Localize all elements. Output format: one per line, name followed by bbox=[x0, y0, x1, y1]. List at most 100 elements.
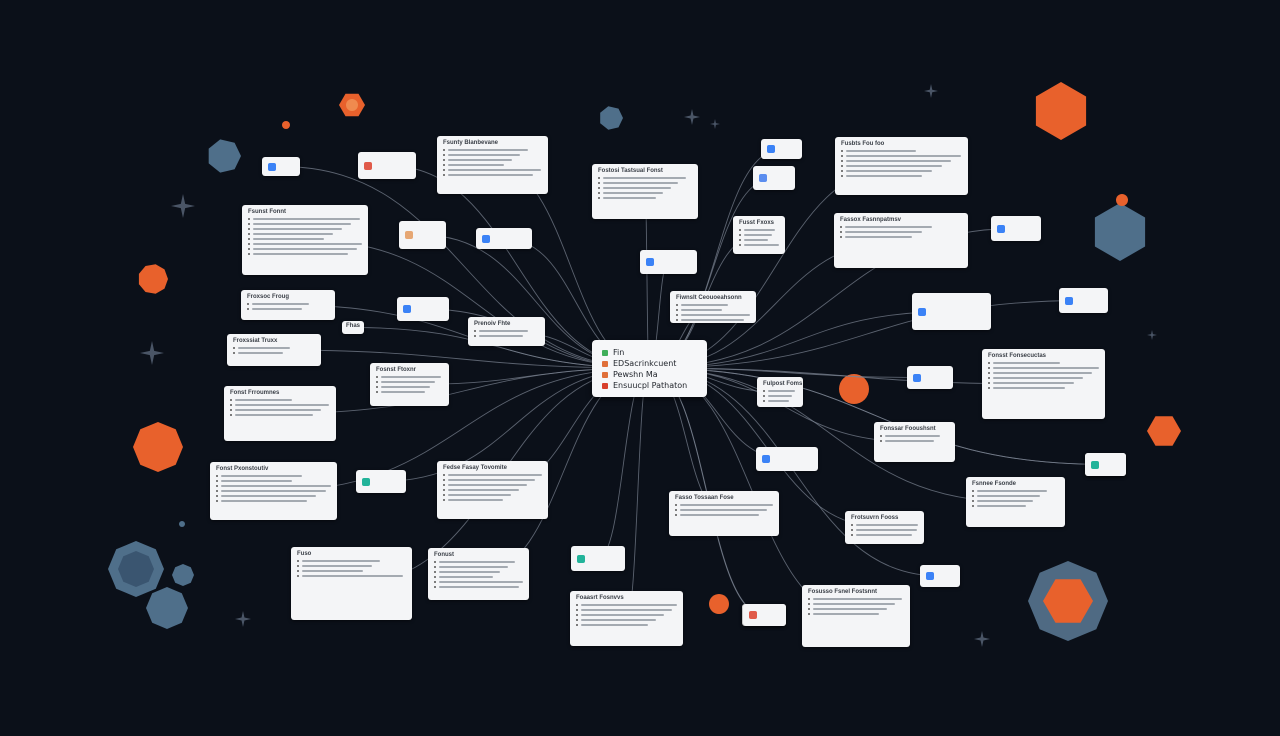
chip-node[interactable] bbox=[640, 250, 697, 274]
chip-node[interactable] bbox=[920, 565, 960, 587]
bullet-icon bbox=[576, 619, 578, 621]
list-node[interactable]: Fusst Fxoxs bbox=[733, 216, 785, 254]
text-line bbox=[302, 575, 404, 577]
bullet-icon bbox=[576, 624, 578, 626]
list-item bbox=[443, 484, 542, 486]
list-node[interactable]: Fsunst Fonnt bbox=[242, 205, 368, 275]
check-icon bbox=[602, 349, 608, 356]
chip-node[interactable] bbox=[991, 216, 1041, 241]
chip-node[interactable] bbox=[761, 139, 802, 159]
text-line bbox=[253, 253, 348, 255]
bullet-icon bbox=[851, 524, 853, 526]
chip-node[interactable] bbox=[1085, 453, 1126, 476]
list-item bbox=[443, 169, 542, 171]
hexagon-shape bbox=[1147, 416, 1181, 446]
bullet-icon bbox=[840, 226, 842, 228]
text-line bbox=[993, 377, 1083, 379]
node-icon bbox=[918, 307, 926, 316]
chip-content bbox=[403, 305, 415, 313]
text-line bbox=[448, 149, 529, 151]
bullet-icon bbox=[233, 347, 235, 349]
bullet-icon bbox=[233, 352, 235, 354]
chip-node[interactable] bbox=[907, 366, 953, 389]
bullet-icon bbox=[840, 231, 842, 233]
central-node[interactable]: Fin EDSacrinkcuent Pewshn Ma Ensuucpl Pa… bbox=[592, 340, 707, 397]
list-node[interactable]: Fsnnee Fsonde bbox=[966, 477, 1065, 527]
bullet-icon bbox=[972, 495, 974, 497]
chip-node[interactable] bbox=[476, 228, 532, 249]
text-line bbox=[813, 603, 895, 605]
chip-node[interactable] bbox=[358, 152, 416, 179]
bullet-icon bbox=[851, 534, 853, 536]
bullet-icon bbox=[434, 581, 436, 583]
text-line bbox=[768, 390, 795, 392]
chip-node[interactable] bbox=[397, 297, 449, 321]
list-node[interactable]: Frotsuvrn Fooss bbox=[845, 511, 924, 544]
text-line bbox=[221, 495, 317, 497]
list-node[interactable]: Fasso Tossaan Fose bbox=[669, 491, 779, 536]
chip-content bbox=[577, 554, 589, 563]
chip-node[interactable] bbox=[356, 470, 406, 493]
list-item bbox=[248, 253, 362, 255]
bullet-icon bbox=[880, 435, 882, 437]
tag-node[interactable]: Fhas bbox=[342, 321, 364, 334]
chip-node[interactable] bbox=[912, 293, 991, 330]
list-node[interactable]: Froxssiat Truxx bbox=[227, 334, 321, 366]
bullet-icon bbox=[598, 197, 600, 199]
chip-content bbox=[762, 455, 774, 463]
bullet-icon bbox=[988, 367, 990, 369]
chip-node[interactable] bbox=[1059, 288, 1108, 313]
list-node[interactable]: Froxsoc Froug bbox=[241, 290, 335, 320]
list-item bbox=[233, 347, 315, 349]
list-node[interactable]: Prenoiv Fhte bbox=[468, 317, 545, 346]
list-item bbox=[841, 155, 962, 157]
list-node[interactable]: Fosnst Ftoxnr bbox=[370, 363, 449, 406]
text-line bbox=[813, 608, 887, 610]
list-item bbox=[434, 571, 523, 573]
text-line bbox=[603, 182, 679, 184]
list-item bbox=[297, 560, 406, 562]
list-node[interactable]: Fonssar Fooushsnt bbox=[874, 422, 955, 462]
bullet-icon bbox=[443, 479, 445, 481]
list-node[interactable]: Fonst Pxonstoutiv bbox=[210, 462, 337, 520]
text-line bbox=[603, 187, 671, 189]
list-node[interactable]: Fonsst Fonsecuctas bbox=[982, 349, 1105, 419]
list-node[interactable]: Fonust bbox=[428, 548, 529, 600]
list-node[interactable]: Fsunty Blanbevane bbox=[437, 136, 548, 194]
node-icon bbox=[997, 224, 1005, 233]
node-title: Fiwnslt Ceouoeahsonn bbox=[676, 295, 742, 301]
bullet-icon bbox=[230, 404, 232, 406]
list-node[interactable]: Fiwnslt Ceouoeahsonn bbox=[670, 291, 756, 323]
connector-line bbox=[648, 300, 1084, 369]
text-line bbox=[439, 566, 508, 568]
list-item bbox=[474, 330, 539, 332]
bullet-icon bbox=[216, 495, 218, 497]
bullet-icon bbox=[988, 387, 990, 389]
list-node[interactable]: Fassox Fasnnpatmsv bbox=[834, 213, 968, 268]
list-node[interactable]: Fostosi Tastsual Fonst bbox=[592, 164, 698, 219]
chip-node[interactable] bbox=[753, 166, 795, 190]
list-item bbox=[988, 382, 1099, 384]
text-line bbox=[977, 505, 1026, 507]
sparkle-icon bbox=[710, 119, 720, 129]
chip-node[interactable] bbox=[262, 157, 300, 176]
list-item bbox=[988, 367, 1099, 369]
list-node[interactable]: Fuso bbox=[291, 547, 412, 620]
dot-shape bbox=[179, 521, 185, 527]
chip-node[interactable] bbox=[571, 546, 625, 571]
chip-node[interactable] bbox=[743, 604, 786, 626]
node-icon bbox=[364, 161, 372, 170]
list-item bbox=[880, 440, 949, 442]
chip-node[interactable] bbox=[399, 221, 446, 249]
list-node[interactable]: Fosusso Fsnel Fostsnnt bbox=[802, 585, 910, 647]
list-node[interactable]: Foaasrt Fosnvvs bbox=[570, 591, 683, 646]
text-line bbox=[603, 177, 686, 179]
bullet-icon bbox=[247, 303, 249, 305]
list-node[interactable]: Fusbts Fou foo bbox=[835, 137, 968, 195]
text-line bbox=[744, 234, 772, 236]
chip-node[interactable] bbox=[756, 447, 818, 471]
list-item bbox=[739, 244, 779, 246]
list-node[interactable]: Fulpost Foms bbox=[757, 377, 803, 407]
list-node[interactable]: Fedse Fasay Tovomite bbox=[437, 461, 548, 519]
list-node[interactable]: Fonst Frroumnes bbox=[224, 386, 336, 441]
